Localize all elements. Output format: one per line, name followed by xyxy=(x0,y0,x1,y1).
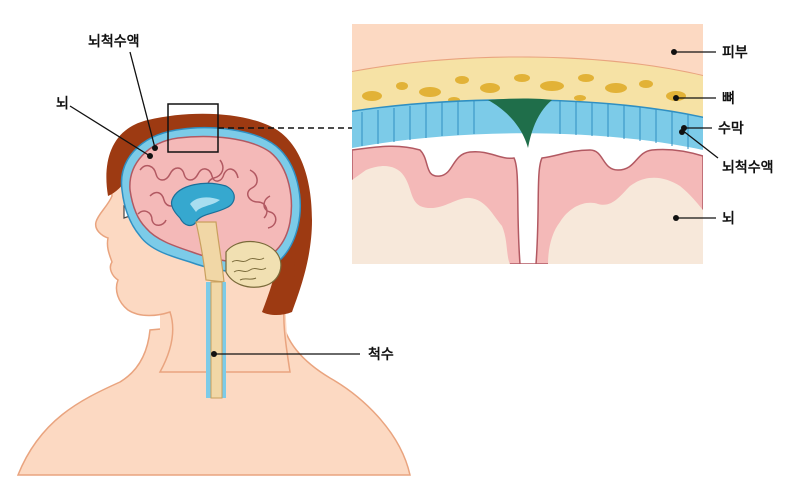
leader-lines xyxy=(69,51,719,355)
dot-spinal-cord xyxy=(211,351,217,357)
inset-bone-marrow-spots xyxy=(362,74,686,103)
leader-dots xyxy=(147,49,687,357)
leader-csf-head xyxy=(129,51,156,149)
cerebellum-folds xyxy=(231,257,267,281)
inset-venous-sinus xyxy=(488,98,552,148)
leader-csf-inset xyxy=(681,129,719,159)
dot-skin xyxy=(671,49,677,55)
cerebellum xyxy=(225,240,282,288)
label-csf-head: 뇌척수액 xyxy=(88,33,140,50)
inset-skin-layer xyxy=(352,24,703,76)
label-csf-inset: 뇌척수액 xyxy=(722,159,774,176)
label-skin: 피부 xyxy=(722,45,748,61)
spinal-cord-figure xyxy=(206,281,226,399)
brain-cross-section xyxy=(120,126,301,288)
dot-bone xyxy=(673,95,679,101)
leader-brain-head xyxy=(69,105,151,157)
spinal-cord-shape xyxy=(210,281,223,399)
inset-zoom-panel xyxy=(352,24,703,264)
label-spinal-cord: 척수 xyxy=(368,347,394,363)
label-bone: 뼈 xyxy=(722,90,735,107)
label-brain-head: 뇌 xyxy=(56,96,69,112)
dot-csf-head xyxy=(152,145,158,151)
inset-brain-inner xyxy=(352,166,703,264)
dot-brain-inset xyxy=(673,215,679,221)
brain-gyri xyxy=(137,159,277,229)
dot-csf-inset xyxy=(679,129,685,135)
label-meninges: 수막 xyxy=(718,120,744,137)
label-brain-inset: 뇌 xyxy=(722,211,735,227)
brain-ventricle-inner xyxy=(190,197,220,212)
inset-csf-stripes xyxy=(361,100,689,149)
skull-back xyxy=(262,210,299,312)
dot-brain-head xyxy=(147,153,153,159)
